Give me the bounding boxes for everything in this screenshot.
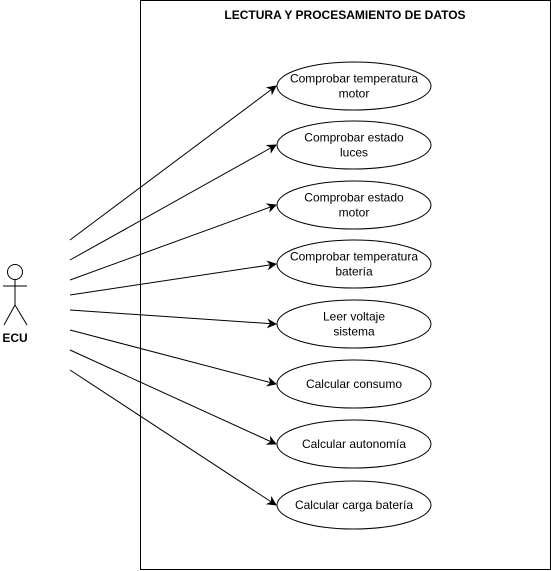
use-case-label: Calcular carga batería — [295, 498, 413, 512]
actor-label: ECU — [2, 331, 27, 345]
use-case: Calcular autonomía — [276, 419, 432, 469]
actor-head — [7, 264, 23, 280]
actor-right-leg — [14, 304, 28, 326]
use-case-ellipse — [276, 419, 432, 469]
association-line — [69, 144, 277, 261]
actor-left-leg — [3, 304, 16, 326]
association-line — [69, 85, 277, 241]
use-case-ellipse — [276, 359, 432, 409]
use-case-label: batería — [335, 265, 373, 279]
actor-ecu — [3, 264, 28, 326]
association-line — [69, 349, 277, 445]
use-case-label: motor — [339, 87, 370, 101]
use-case: Calcular consumo — [276, 359, 432, 409]
association-line — [69, 203, 277, 281]
use-case-label: Comprobar estado — [304, 131, 404, 145]
association-line — [69, 309, 277, 329]
use-case: Calcular carga batería — [276, 480, 432, 530]
use-case-label: Comprobar temperatura — [290, 250, 418, 264]
association-line — [69, 329, 277, 387]
association-line — [69, 260, 277, 296]
use-case-label: Calcular consumo — [306, 377, 402, 391]
system-title: LECTURA Y PROCESAMIENTO DE DATOS — [224, 8, 465, 22]
use-case-ellipse — [276, 239, 432, 289]
associations — [69, 85, 277, 506]
use-case-label: sistema — [333, 325, 375, 339]
use-case-label: motor — [339, 206, 370, 220]
use-case-ellipse — [276, 480, 432, 530]
use-case-label: Leer voltaje — [323, 310, 385, 324]
use-case-ellipse — [276, 61, 432, 111]
use-case-label: Calcular autonomía — [302, 437, 406, 451]
association-line — [69, 369, 277, 506]
use-case-label: luces — [340, 146, 368, 160]
use-case-label: Comprobar estado — [304, 191, 404, 205]
use-case-label: Comprobar temperatura — [290, 72, 418, 86]
use-case-ellipse — [276, 299, 432, 349]
use-case-ellipse — [276, 180, 432, 230]
use-case-ellipse — [276, 120, 432, 170]
